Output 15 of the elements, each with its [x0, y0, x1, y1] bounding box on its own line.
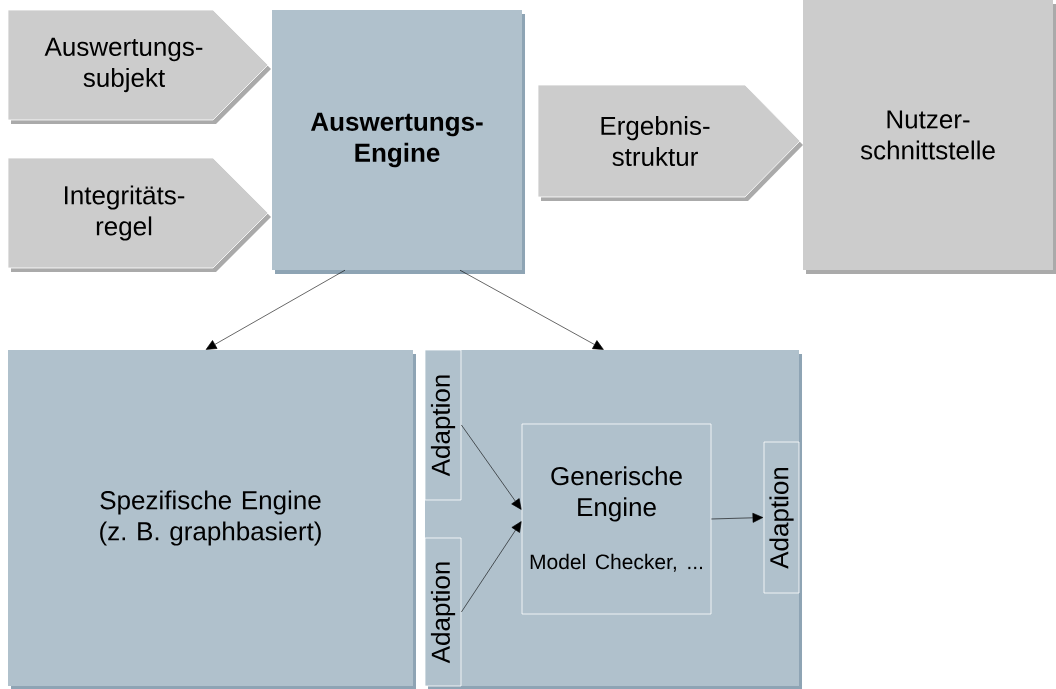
process-box: Adaption [763, 441, 800, 594]
arrow [459, 269, 604, 350]
process-box: Nutzer- schnittstelle [803, 0, 1056, 274]
process-box: Adaption [424, 349, 462, 501]
arrow [461, 424, 522, 510]
process-box: Adaption [424, 537, 462, 687]
arrow [205, 269, 346, 350]
process-box: Auswertungs- Engine [272, 10, 525, 274]
chevron-arrow-box: Auswertungs- subjekt [7, 9, 271, 124]
chevron-arrow-box: Ergebnis- struktur [537, 84, 803, 201]
chevron-arrow-box: Integritäts- regel [7, 157, 271, 272]
arrow [461, 521, 522, 613]
process-box: Generische Engine Model Checker, ... [521, 423, 712, 615]
arrow [711, 512, 764, 523]
process-box: Spezifische Engine (z. B. graphbasiert) [8, 350, 416, 689]
